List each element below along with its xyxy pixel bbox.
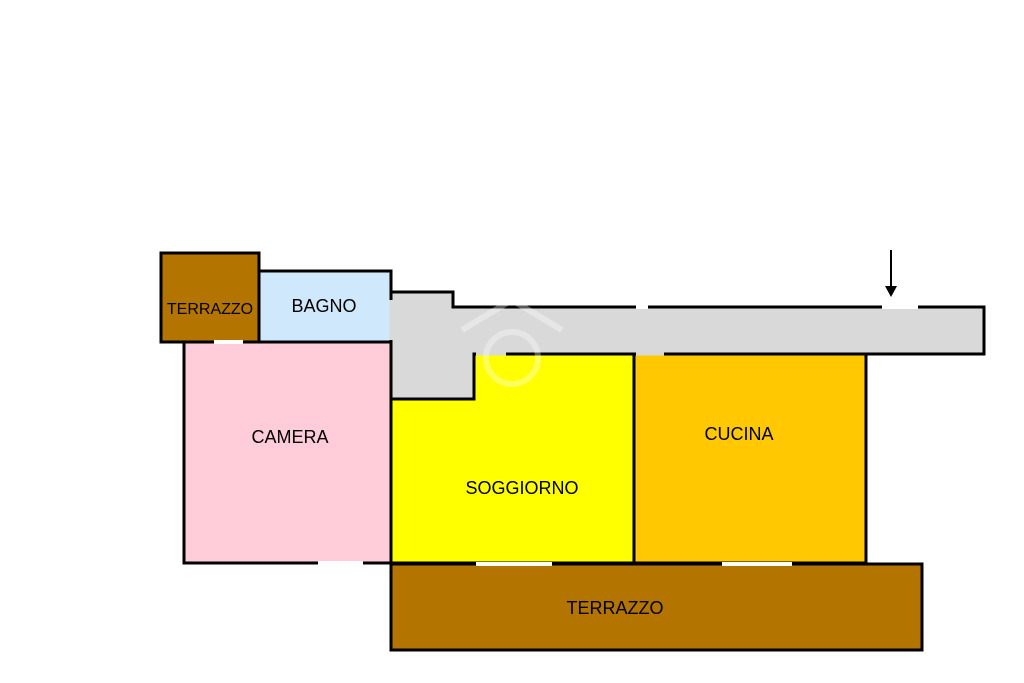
terrazzo-small-label: TERRAZZO xyxy=(167,301,253,318)
camera-room xyxy=(182,340,393,565)
terrazzo-large-room xyxy=(389,562,924,652)
house-watermark-icon xyxy=(460,296,564,387)
camera-label: CAMERA xyxy=(251,427,328,447)
soggiorno-label: SOGGIORNO xyxy=(465,478,578,498)
cucina-label: CUCINA xyxy=(704,424,773,444)
down-arrow-icon xyxy=(885,250,897,297)
corridor-openings xyxy=(389,300,664,356)
bagno-label: BAGNO xyxy=(291,296,356,316)
terrazzo-small-room xyxy=(159,251,261,344)
cucina-room xyxy=(632,352,868,565)
openings xyxy=(214,305,918,566)
terrazzo-large-label: TERRAZZO xyxy=(567,598,664,618)
